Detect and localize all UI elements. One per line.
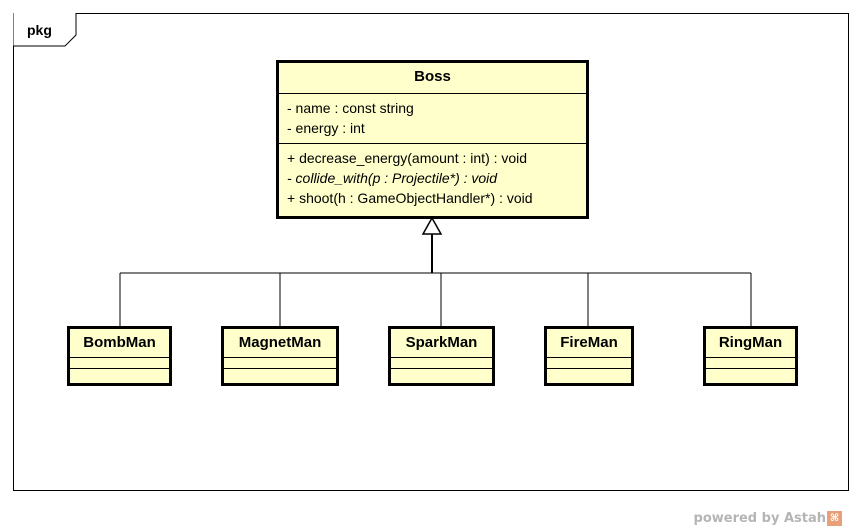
class-fireman[interactable]: FireMan bbox=[544, 326, 634, 386]
operation-decrease-energy: + decrease_energy(amount : int) : void bbox=[287, 150, 528, 166]
class-bombman[interactable]: BombMan bbox=[67, 326, 172, 386]
attributes-compartment bbox=[224, 358, 336, 369]
operation-collide-with: - collide_with(p : Projectile*) : void bbox=[287, 170, 498, 186]
attributes-compartment bbox=[391, 358, 492, 369]
operations-compartment bbox=[547, 369, 631, 380]
class-name-ringman: RingMan bbox=[706, 329, 795, 358]
class-name-boss: Boss bbox=[279, 63, 586, 94]
package-label: pkg bbox=[27, 22, 52, 38]
operations-compartment bbox=[706, 369, 795, 380]
operations-compartment bbox=[224, 369, 336, 380]
generalization-arrowhead bbox=[421, 216, 443, 235]
class-boss[interactable]: Boss - name : const string - energy : in… bbox=[276, 60, 589, 219]
operations-compartment bbox=[70, 369, 169, 380]
attributes-compartment: - name : const string - energy : int bbox=[279, 94, 586, 144]
astah-watermark: powered by Astah⌘ bbox=[694, 511, 842, 526]
class-magnetman[interactable]: MagnetMan bbox=[221, 326, 339, 386]
package-tab bbox=[13, 13, 77, 47]
class-name-bombman: BombMan bbox=[70, 329, 169, 358]
class-name-sparkman: SparkMan bbox=[391, 329, 492, 358]
attribute-energy: - energy : int bbox=[287, 120, 365, 136]
operation-shoot: + shoot(h : GameObjectHandler*) : void bbox=[287, 190, 533, 206]
operations-compartment: + decrease_energy(amount : int) : void -… bbox=[279, 144, 586, 212]
attributes-compartment bbox=[547, 358, 631, 369]
attributes-compartment bbox=[70, 358, 169, 369]
package-frame bbox=[13, 13, 849, 491]
attributes-compartment bbox=[706, 358, 795, 369]
class-name-magnetman: MagnetMan bbox=[224, 329, 336, 358]
attribute-name: - name : const string bbox=[287, 100, 414, 116]
watermark-text: powered by Astah bbox=[693, 511, 826, 526]
class-ringman[interactable]: RingMan bbox=[703, 326, 798, 386]
astah-logo-icon: ⌘ bbox=[827, 511, 842, 526]
operations-compartment bbox=[391, 369, 492, 380]
class-name-fireman: FireMan bbox=[547, 329, 631, 358]
class-sparkman[interactable]: SparkMan bbox=[388, 326, 495, 386]
